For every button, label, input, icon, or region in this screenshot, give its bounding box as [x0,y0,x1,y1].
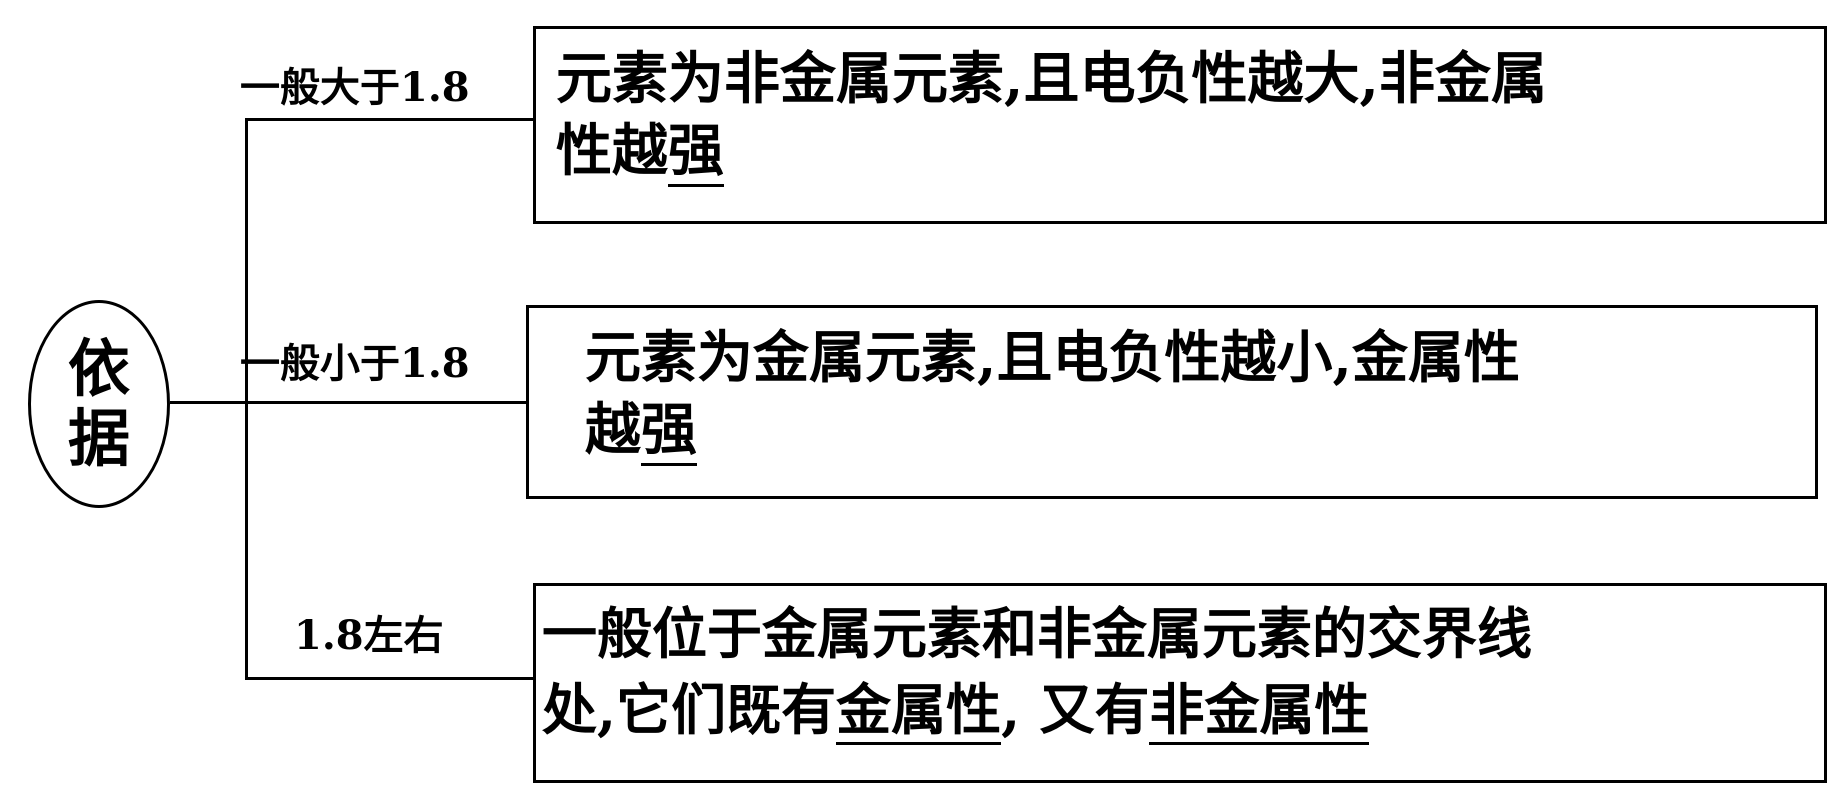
branch-3-text-b: , 又有 [1001,677,1150,742]
branch-1-line-2: 性越强 [556,115,1824,187]
root-connector [170,401,530,404]
branch-3-box: 一般位于金属元素和非金属元素的交界线 处,它们既有金属性, 又有非金属性 [533,583,1827,783]
root-char-1: 依 [67,332,130,405]
branch-1-line-1: 元素为非金属元素,且电负性越大,非金属 [556,46,1547,112]
branch-3-line-1: 一般位于金属元素和非金属元素的交界线 [542,601,1533,666]
branch-2-box: 元素为金属元素,且电负性越小,金属性 越强 [526,305,1818,499]
branch-3-line-2: 处,它们既有金属性, 又有非金属性 [542,672,1824,748]
branch-2-line-2: 越强 [585,394,1815,466]
branch-2-label: 一般小于1.8 [240,340,470,387]
branch-3-label: 1.8左右 [294,612,444,659]
branch-3-underlined-2: 非金属性 [1149,677,1370,745]
branch-3-connector [245,677,535,680]
root-char-2: 据 [67,402,130,475]
branch-1-connector [245,118,535,121]
branch-3-underlined-1: 金属性 [836,677,1002,745]
root-node: 依 据 [28,300,170,508]
branch-2-text: 越 [585,397,641,463]
branch-1-text: 性越 [556,118,668,184]
branch-2-line-1: 元素为金属元素,且电负性越小,金属性 [585,325,1520,391]
branch-1-underlined: 强 [668,118,724,187]
branch-1-box: 元素为非金属元素,且电负性越大,非金属 性越强 [533,26,1827,224]
branch-3-text-a: 处,它们既有 [542,677,837,742]
branch-2-underlined: 强 [641,397,697,466]
branch-1-label: 一般大于1.8 [240,64,470,111]
trunk-line [245,120,248,680]
